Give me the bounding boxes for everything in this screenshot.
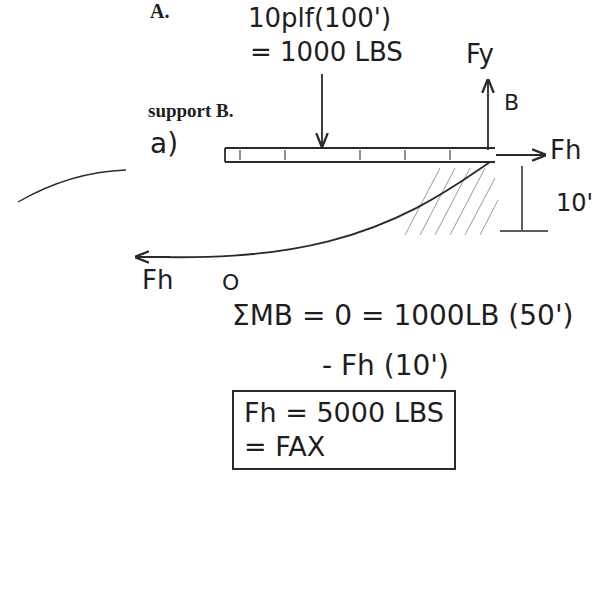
- sketch-label: ΣMB = 0 = 1000LB (50'): [232, 300, 574, 332]
- sketch-label: support B.: [148, 100, 234, 122]
- sketch-label: Fh: [550, 136, 581, 166]
- dimension-line: [500, 166, 548, 231]
- sketch-label: a): [150, 128, 178, 160]
- cable-curve: [150, 162, 490, 257]
- sketch-label: B: [504, 90, 519, 115]
- sketch-label: Fh: [142, 266, 173, 296]
- sketch-label: 10plf(100'): [248, 4, 391, 34]
- sketch-label: = 1000 LBS: [250, 38, 403, 68]
- ground-hatching: [405, 168, 498, 235]
- sketch-label: 10': [556, 190, 593, 218]
- part-bracket: [18, 170, 126, 202]
- reaction-fh-arrow: [496, 154, 545, 156]
- reaction-fy-arrow: [487, 80, 489, 150]
- sketch-label: O: [222, 270, 239, 295]
- sketch-label: Fy: [466, 40, 494, 70]
- distributed-load: [240, 150, 450, 160]
- beam: [225, 148, 495, 162]
- sketch-label: A.: [150, 0, 169, 23]
- result-text: Fh = 5000 LBS: [244, 396, 444, 430]
- resultant-load-arrow: [321, 74, 323, 146]
- sketch-label: - Fh (10'): [322, 350, 449, 382]
- result-text: = FAX: [244, 430, 444, 464]
- cable-tension-arrow: [136, 256, 170, 258]
- result-box: Fh = 5000 LBS= FAX: [232, 390, 456, 470]
